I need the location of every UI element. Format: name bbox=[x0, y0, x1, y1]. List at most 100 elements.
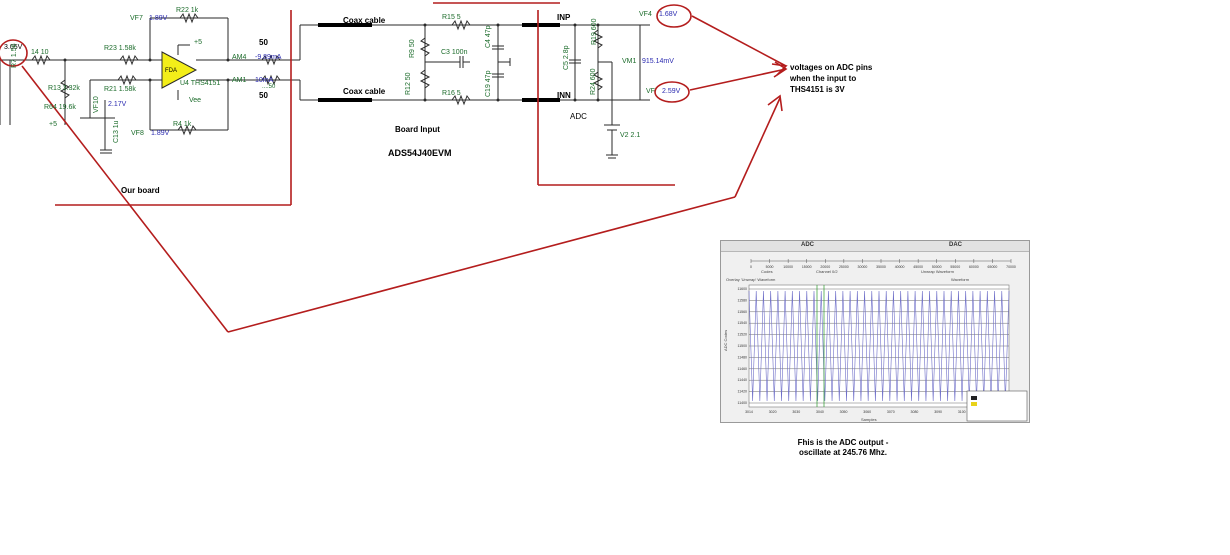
u4-label: U4 THS4151 bbox=[180, 80, 221, 87]
coax-label-bottom: Coax cable bbox=[343, 87, 386, 96]
note-line-1: voltages on ADC pins bbox=[790, 63, 873, 72]
v2-label: V2 2.1 bbox=[620, 132, 641, 139]
ohm50-bottom: 50 bbox=[259, 91, 268, 100]
fda-label: FDA bbox=[165, 68, 177, 74]
am1-label: AM1 bbox=[232, 77, 247, 84]
x-tick-label: 3014 bbox=[745, 410, 753, 414]
caption-line-1: Fhis is the ADC output - bbox=[797, 438, 889, 447]
ohm-truncated: ....50 bbox=[262, 84, 276, 90]
overview-tick-label: 40000 bbox=[895, 265, 905, 269]
y-tick-label: 11500 bbox=[738, 344, 748, 348]
overview-tick-label: 0 bbox=[750, 265, 752, 269]
vf10-value: 2.17V bbox=[108, 101, 127, 108]
vf-inn-value: 2.59V bbox=[662, 88, 681, 95]
input-voltage-probe: 3.05V bbox=[4, 44, 23, 51]
note-line-3: THS4151 is 3V bbox=[790, 85, 845, 94]
ohm50-top: 50 bbox=[259, 38, 268, 47]
option-channel: Channel 0/2 bbox=[816, 269, 838, 274]
y-tick-label: 11440 bbox=[738, 378, 748, 382]
option-unwrap: Unwrap Waveform bbox=[921, 269, 954, 274]
vf4-value: 1.68V bbox=[659, 11, 678, 18]
overview-tick-label: 20000 bbox=[820, 265, 830, 269]
x-tick-label: 3100 bbox=[958, 410, 966, 414]
x-tick-label: 3060 bbox=[863, 410, 871, 414]
y-tick-label: 11460 bbox=[738, 367, 748, 371]
r21-label: R21 1.58k bbox=[104, 86, 136, 93]
am1-value: 10mA bbox=[255, 77, 274, 84]
y-tick-label: 11560 bbox=[738, 310, 748, 314]
overview-tick-label: 30000 bbox=[858, 265, 868, 269]
y-tick-label: 11600 bbox=[738, 287, 748, 291]
c5-label: C5 2.8p bbox=[563, 45, 570, 70]
r14-label: 14 10 bbox=[31, 49, 49, 56]
overview-tick-label: 35000 bbox=[876, 265, 886, 269]
option-overlay: Overlay 'Unwrap' Waveform bbox=[726, 277, 776, 282]
r24-label: R24 600 bbox=[590, 68, 597, 95]
adc-output-trace bbox=[748, 290, 1010, 402]
r7-label: R7 1.56 bbox=[11, 43, 18, 68]
r13-label: R13 3.32k bbox=[48, 85, 80, 92]
adc-label: ADC bbox=[570, 112, 587, 121]
c3-label: C3 100n bbox=[441, 49, 468, 56]
legend-swatch bbox=[971, 402, 977, 406]
vf7-value: 1.89V bbox=[149, 15, 168, 22]
overview-tick-label: 10000 bbox=[783, 265, 793, 269]
r64-label: R64 19.6k bbox=[44, 104, 76, 111]
coax-label-top: Coax cable bbox=[343, 16, 386, 25]
vf10-label: VF10 bbox=[93, 96, 100, 113]
connector-bars bbox=[318, 23, 560, 102]
r9-label: R9 50 bbox=[409, 39, 416, 58]
inp-label: INP bbox=[557, 13, 571, 22]
y-tick-label: 11540 bbox=[738, 321, 748, 325]
x-tick-label: 3080 bbox=[911, 410, 919, 414]
overview-tick-label: 45000 bbox=[913, 265, 923, 269]
am4-value: -9.89mA bbox=[255, 54, 282, 61]
y-tick-label: 11420 bbox=[738, 390, 748, 394]
arrow-line-vf-inn bbox=[689, 68, 787, 91]
our-board-label: Our board bbox=[121, 186, 160, 195]
arrow-head-up bbox=[767, 94, 783, 112]
arrow-line-vf4 bbox=[691, 15, 787, 67]
overview-tick-label: 50000 bbox=[932, 265, 942, 269]
legend-swatch bbox=[971, 396, 977, 400]
x-tick-label: 3070 bbox=[887, 410, 895, 414]
caption-line-2: oscillate at 245.76 Mhz. bbox=[798, 448, 888, 457]
r12-label: R12 50 bbox=[405, 72, 412, 95]
x-axis-label: Samples bbox=[861, 417, 877, 422]
r16-label: R16 5 bbox=[442, 90, 461, 97]
vf-inn-label: VF bbox=[646, 88, 655, 95]
inn-label: INN bbox=[557, 91, 571, 100]
vf4-label: VF4 bbox=[639, 11, 652, 18]
tab-adc: ADC bbox=[801, 242, 814, 248]
vm1-value: 915.14mV bbox=[642, 58, 674, 65]
vf4-circle bbox=[656, 4, 692, 28]
am4-label: AM4 bbox=[232, 54, 247, 61]
c13-label: C13 1u bbox=[113, 120, 120, 143]
r4-label: R4 1k bbox=[173, 121, 192, 128]
junction-dots bbox=[63, 23, 600, 102]
plus5-top: +5 bbox=[194, 39, 202, 46]
vf8-value: 1.89V bbox=[151, 130, 170, 137]
board-input-label: Board Input bbox=[395, 125, 440, 134]
screenshot-tab-bar bbox=[721, 241, 1029, 252]
vm1-label: VM1 bbox=[622, 58, 637, 65]
y-tick-label: 11520 bbox=[738, 333, 748, 337]
overview-tick-label: 55000 bbox=[950, 265, 960, 269]
adc-capture-screenshot: ADC DAC Codes Channel 0/2 Unwrap Wavefor… bbox=[720, 240, 1030, 423]
x-tick-label: 3030 bbox=[792, 410, 800, 414]
overview-tick-label: 70000 bbox=[1006, 265, 1016, 269]
r23-label: R23 1.58k bbox=[104, 45, 136, 52]
arrow-line-down bbox=[21, 65, 229, 333]
overview-tick-label: 60000 bbox=[969, 265, 979, 269]
c19-label: C19 47p bbox=[485, 70, 492, 97]
input-voltage-circle bbox=[0, 39, 28, 67]
y-tick-label: 11400 bbox=[738, 401, 748, 405]
c4-label: C4 47p bbox=[485, 25, 492, 48]
r19-label: R19 600 bbox=[591, 18, 598, 45]
overview-tick-label: 15000 bbox=[802, 265, 812, 269]
vee-label: Vee bbox=[189, 97, 202, 104]
x-tick-label: 3040 bbox=[816, 410, 824, 414]
r15-label: R15 5 bbox=[442, 14, 461, 21]
arrow-line-to-screen bbox=[227, 196, 736, 333]
adc-output-caption: Fhis is the ADC output - oscillate at 24… bbox=[783, 438, 903, 458]
